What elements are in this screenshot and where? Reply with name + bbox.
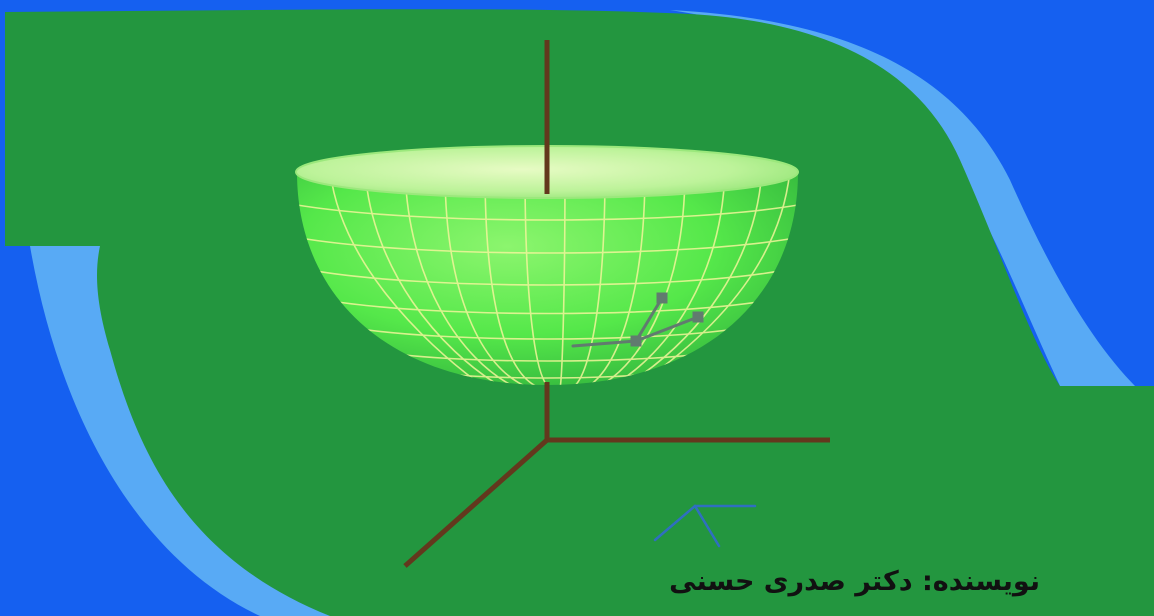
tangent-vector-icon xyxy=(571,292,704,348)
coordinate-axes-icon xyxy=(403,40,830,568)
author-caption: نویسنده: دکتر صدری حسنی xyxy=(669,566,1040,597)
swoosh-right-band xyxy=(670,10,1135,386)
chevron-line-icon xyxy=(653,504,757,548)
